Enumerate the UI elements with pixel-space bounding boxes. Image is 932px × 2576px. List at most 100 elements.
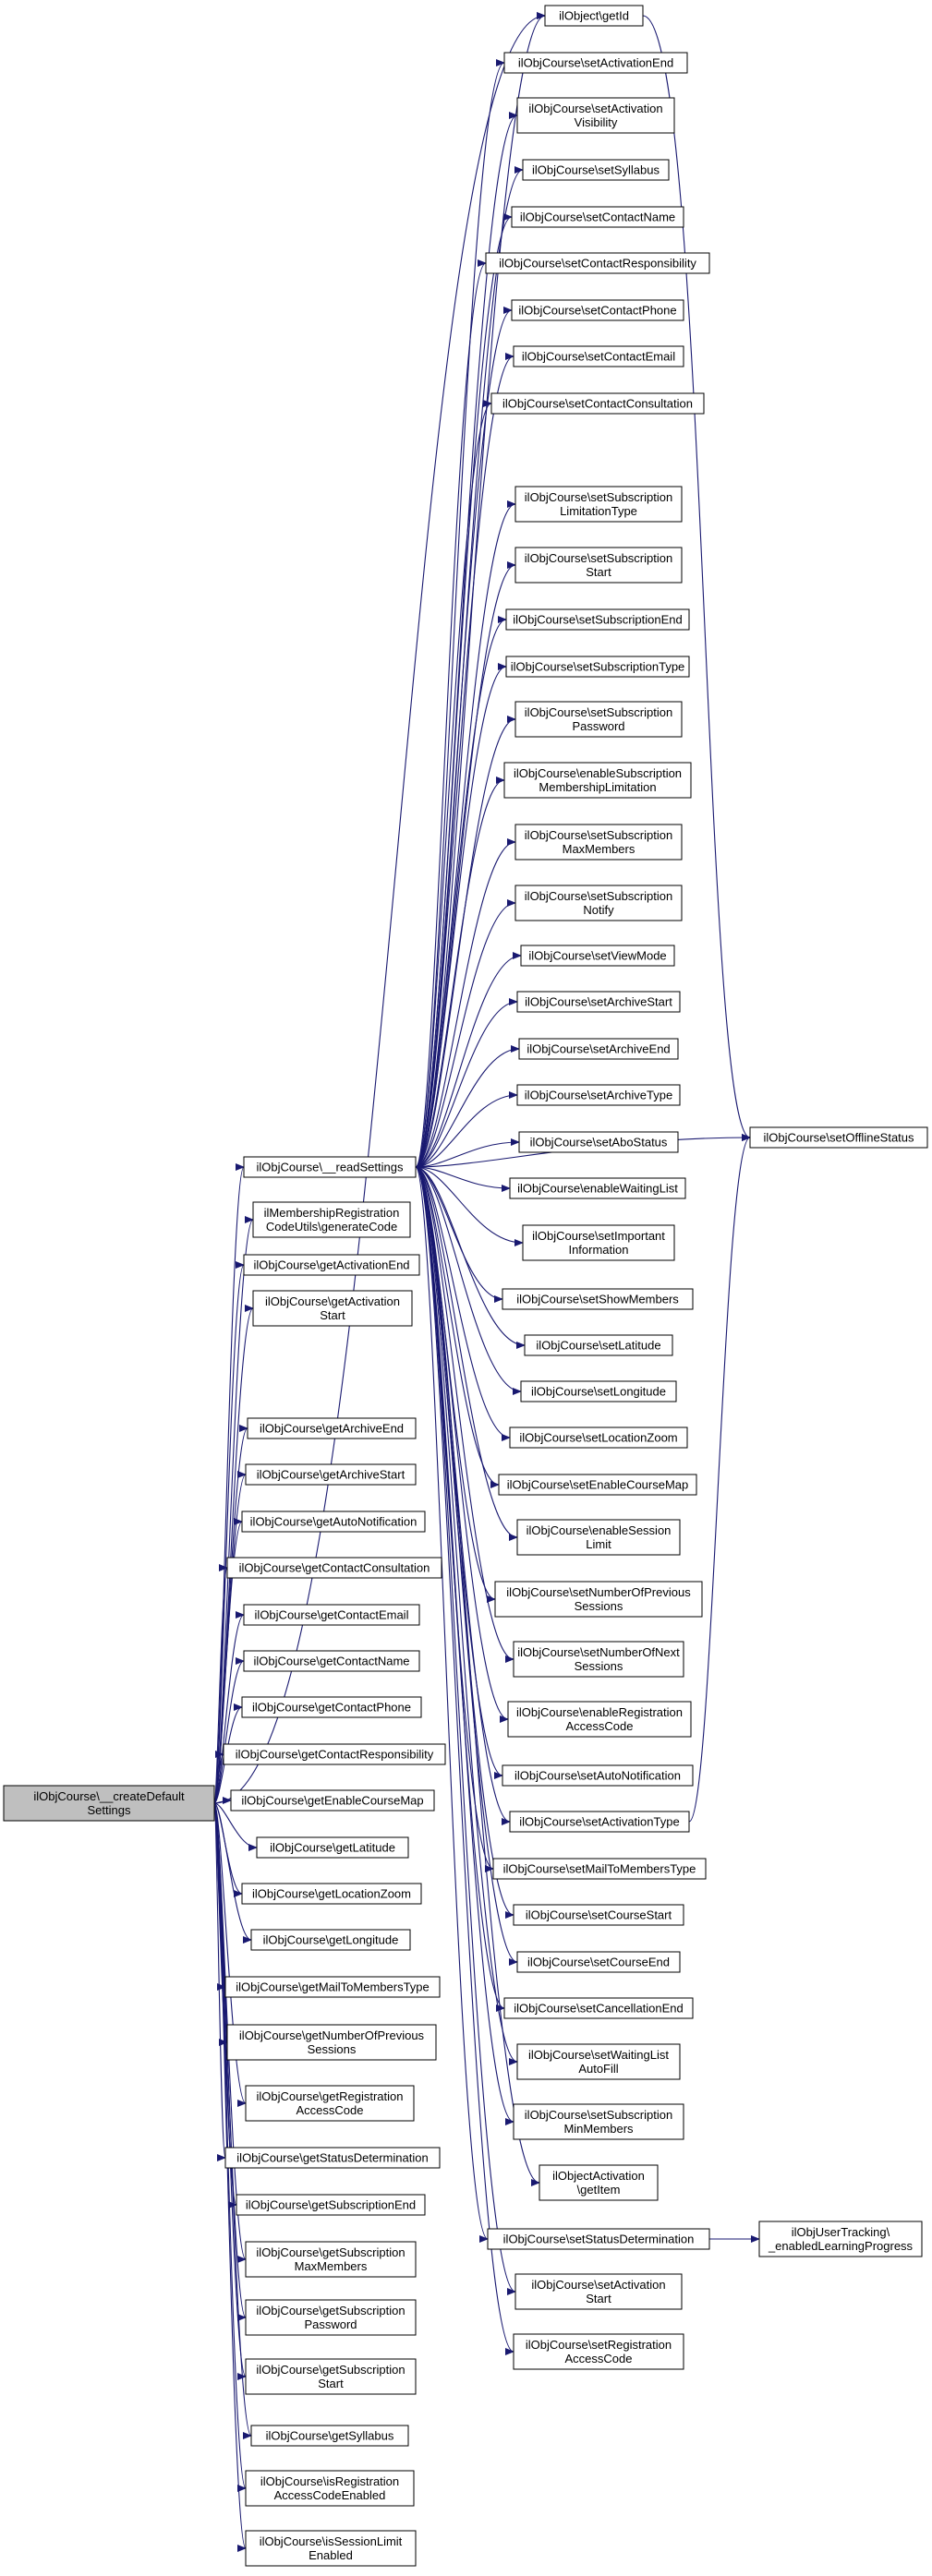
node-ilobjcourse-setlocationzoom[interactable]: ilObjCourse\setLocationZoom	[509, 1426, 688, 1449]
node-ilobjcourse-getenablecoursemap[interactable]: ilObjCourse\getEnableCourseMap	[230, 1789, 435, 1812]
node-ilobjcourse-setofflinestatus[interactable]: ilObjCourse\setOfflineStatus	[749, 1126, 928, 1149]
node-ilobjcourse-getsubscriptionend[interactable]: ilObjCourse\getSubscriptionEnd	[236, 2194, 426, 2216]
node-ilobject-getid[interactable]: ilObject\getId	[544, 5, 644, 27]
node-ilobjcourse-setarchivetype[interactable]: ilObjCourse\setArchiveType	[516, 1084, 681, 1106]
node-ilobjectactivation-getitem[interactable]: ilObjectActivation\getItem	[539, 2164, 659, 2201]
node-ilmembershipregistrationcodeutils-generatecode[interactable]: ilMembershipRegistrationCodeUtils\genera…	[252, 1201, 411, 1238]
node-ilobjcourse-getcontactresponsibility[interactable]: ilObjCourse\getContactResponsibility	[223, 1743, 446, 1765]
node-ilobjcourse-setarchivestart[interactable]: ilObjCourse\setArchiveStart	[516, 991, 681, 1013]
node-ilobjcourse-enablewaitinglist[interactable]: ilObjCourse\enableWaitingList	[509, 1177, 686, 1199]
node-ilobjcourse-setcontactconsultation[interactable]: ilObjCourse\setContactConsultation	[490, 392, 705, 415]
node-box	[514, 824, 683, 861]
node-ilobjcourse-setstatusdetermination[interactable]: ilObjCourse\setStatusDetermination	[487, 2228, 710, 2250]
node-box	[241, 1883, 422, 1905]
node-ilobjcourse-setenablecoursemap[interactable]: ilObjCourse\setEnableCourseMap	[498, 1474, 697, 1496]
node-ilobjcourse-getsyllabus[interactable]: ilObjCourse\getSyllabus	[250, 2425, 409, 2447]
node-ilobjcourse-setlatitude[interactable]: ilObjCourse\setLatitude	[524, 1334, 673, 1356]
node-ilobjcourse-setautonotification[interactable]: ilObjCourse\setAutoNotification	[502, 1764, 694, 1787]
node-ilobjcourse-setsubscriptiontype[interactable]: ilObjCourse\setSubscriptionType	[505, 656, 690, 678]
node-ilobjcourse-getactivationend[interactable]: ilObjCourse\getActivationEnd	[243, 1254, 420, 1276]
node-ilobjcourse-setsyllabus[interactable]: ilObjCourse\setSyllabus	[522, 159, 670, 181]
node-ilobjusertracking-enabledlearningprogress[interactable]: ilObjUserTracking\_enabledLearningProgre…	[758, 2221, 923, 2257]
node-label: Sessions	[575, 1659, 623, 1673]
node-box	[544, 5, 644, 27]
node-label: ilObjCourse\setCancellationEnd	[514, 2002, 684, 2016]
node-label: MaxMembers	[563, 842, 635, 856]
node-ilobjcourse-setarchiveend[interactable]: ilObjCourse\setArchiveEnd	[518, 1038, 679, 1060]
node-box	[509, 1426, 688, 1449]
node-ilobjcourse-setcourseend[interactable]: ilObjCourse\setCourseEnd	[516, 1951, 681, 1973]
node-label: ilObjCourse\setArchiveType	[525, 1089, 672, 1102]
node-ilobjcourse-setcontactemail[interactable]: ilObjCourse\setContactEmail	[513, 345, 684, 367]
node-ilobjcourse-setcontactphone[interactable]: ilObjCourse\setContactPhone	[511, 299, 684, 321]
node-box	[492, 1858, 707, 1880]
node-box	[250, 2425, 409, 2447]
node-ilobjcourse-setcontactresponsibility[interactable]: ilObjCourse\setContactResponsibility	[485, 252, 710, 274]
node-label: ilObjCourse\setSubscription	[525, 889, 672, 903]
node-ilobjcourse-readsettings[interactable]: ilObjCourse\__readSettings	[243, 1156, 417, 1178]
node-ilobjcourse-setlongitude[interactable]: ilObjCourse\setLongitude	[520, 1380, 677, 1402]
edge-rs-to-r28	[415, 1166, 500, 1488]
node-ilobjcourse-getcontactphone[interactable]: ilObjCourse\getContactPhone	[241, 1696, 422, 1718]
node-ilobjcourse-setshowmembers[interactable]: ilObjCourse\setShowMembers	[502, 1288, 694, 1310]
node-ilobjcourse-getarchiveend[interactable]: ilObjCourse\getArchiveEnd	[247, 1417, 417, 1439]
node-ilobjcourse-setcoursestart[interactable]: ilObjCourse\setCourseStart	[513, 1904, 684, 1926]
node-label: Start	[586, 565, 611, 579]
node-ilobjcourse-getmailtomemberstype[interactable]: ilObjCourse\getMailToMembersType	[224, 1976, 441, 1998]
node-ilobjcourse-getstatusdetermination[interactable]: ilObjCourse\getStatusDetermination	[224, 2147, 441, 2169]
node-ilobjcourse-setcontactname[interactable]: ilObjCourse\setContactName	[511, 206, 684, 228]
node-ilobjcourse-setmailtomemberstype[interactable]: ilObjCourse\setMailToMembersType	[492, 1858, 707, 1880]
node-ilobjcourse-setcancellationend[interactable]: ilObjCourse\setCancellationEnd	[503, 1997, 694, 2019]
node-ilobjcourse-setactivationend[interactable]: ilObjCourse\setActivationEnd	[503, 52, 688, 74]
node-label: ilObjCourse\setActivation	[528, 102, 662, 115]
node-label: ilObjCourse\getSubscription	[256, 2245, 405, 2259]
edge-rs-to-r18	[415, 998, 518, 1168]
node-box	[245, 2241, 417, 2278]
node-box	[226, 1557, 442, 1579]
node-box	[245, 2470, 415, 2507]
node-ilobjcourse-setactivationtype[interactable]: ilObjCourse\setActivationType	[509, 1811, 690, 1833]
node-ilobjcourse-setsubscriptionend[interactable]: ilObjCourse\setSubscriptionEnd	[505, 608, 690, 631]
node-label: ilObjCourse\setContactName	[520, 211, 675, 224]
node-ilobjcourse-enablesubscriptionmembershiplimitation[interactable]: ilObjCourse\enableSubscriptionMembership…	[503, 762, 692, 799]
node-box	[513, 2333, 684, 2370]
node-ilobjcourse-getcontactname[interactable]: ilObjCourse\getContactName	[243, 1650, 420, 1672]
node-ilobjcourse-getlatitude[interactable]: ilObjCourse\getLatitude	[256, 1836, 409, 1859]
node-ilobjcourse-getautonotification[interactable]: ilObjCourse\getAutoNotification	[241, 1511, 426, 1533]
node-ilobjcourse-setviewmode[interactable]: ilObjCourse\setViewMode	[520, 945, 675, 967]
node-ilobjcourse-getarchivestart[interactable]: ilObjCourse\getArchiveStart	[245, 1463, 417, 1486]
node-ilobjcourse-isregistrationaccesscodeenabled[interactable]: ilObjCourse\isRegistrationAccessCodeEnab…	[245, 2470, 415, 2507]
node-label: ilObjCourse\getStatusDetermination	[236, 2151, 428, 2165]
node-label: ilObjCourse\getSubscriptionEnd	[246, 2198, 416, 2212]
node-ilobjcourse-getcontactemail[interactable]: ilObjCourse\getContactEmail	[243, 1604, 420, 1626]
node-ilobjcourse-getlocationzoom[interactable]: ilObjCourse\getLocationZoom	[241, 1883, 422, 1905]
node-ilobjcourse-setsubscriptionlimitationtype[interactable]: ilObjCourse\setSubscriptionLimitationTyp…	[514, 486, 683, 523]
node-ilobjcourse-getcontactconsultation[interactable]: ilObjCourse\getContactConsultation	[226, 1557, 442, 1579]
node-ilobjcourse-getlongitude[interactable]: ilObjCourse\getLongitude	[250, 1929, 411, 1951]
node-label: ilObjCourse\getLatitude	[270, 1841, 395, 1855]
edge-root-to-m15	[213, 1802, 252, 1944]
node-ilobjcourse-setabostatus[interactable]: ilObjCourse\setAboStatus	[518, 1131, 679, 1153]
